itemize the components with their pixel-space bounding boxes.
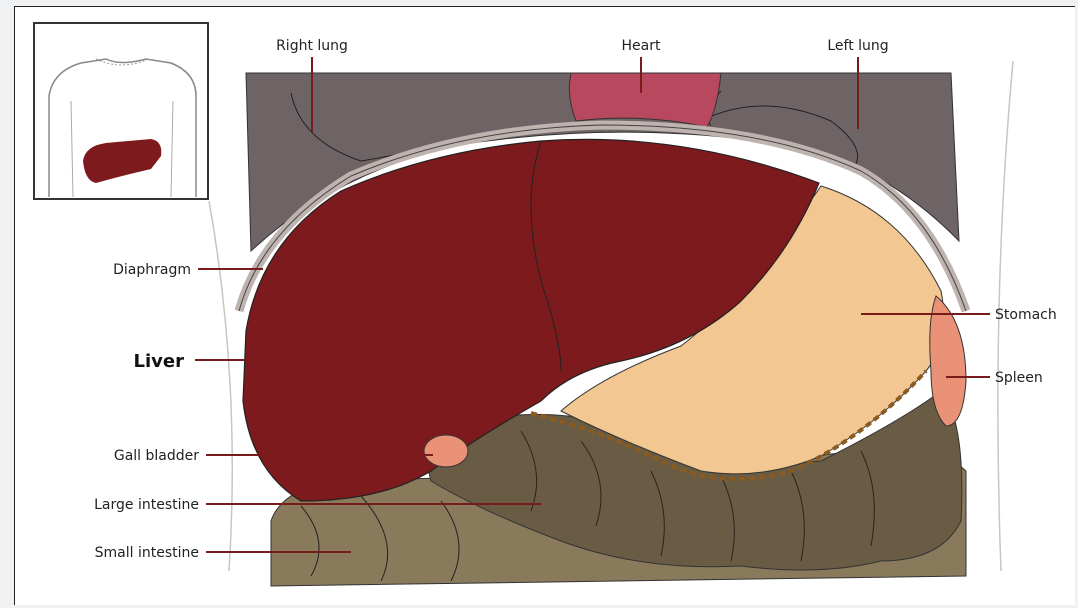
label-small-intestine: Small intestine [95, 545, 199, 561]
gall-bladder [424, 435, 468, 467]
label-heart: Heart [622, 38, 661, 54]
label-liver: Liver [134, 351, 185, 372]
body-outline-left [209, 201, 232, 571]
label-large-intestine: Large intestine [94, 497, 199, 513]
label-spleen: Spleen [995, 370, 1043, 386]
label-gall-bladder: Gall bladder [114, 448, 199, 464]
diagram-frame: Right lung Heart Left lung Diaphragm Liv… [14, 6, 1075, 605]
label-stomach: Stomach [995, 307, 1057, 323]
heart [569, 73, 721, 127]
anatomy-diagram: Right lung Heart Left lung Diaphragm Liv… [15, 7, 1075, 605]
inset-thumbnail [34, 23, 208, 199]
label-diaphragm: Diaphragm [113, 262, 191, 278]
label-right-lung: Right lung [276, 38, 348, 54]
spleen [930, 296, 966, 426]
label-left-lung: Left lung [827, 38, 888, 54]
